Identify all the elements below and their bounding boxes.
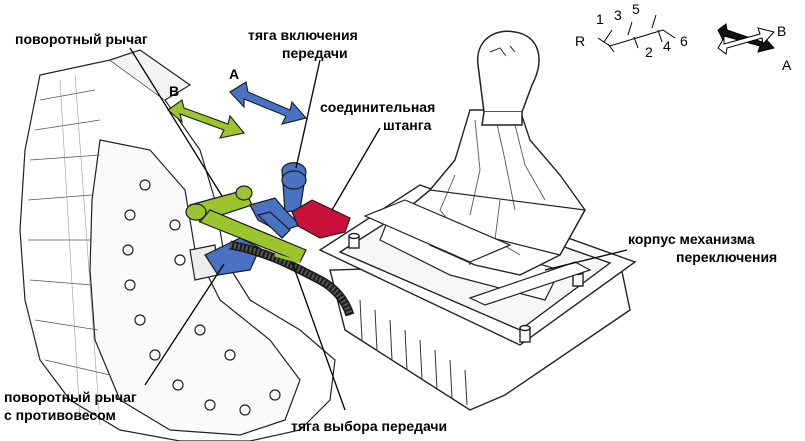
direction-cross-icon — [717, 23, 775, 55]
direction-b-label: B — [777, 23, 786, 39]
label-connecting-rod-line1: соединительная — [320, 99, 435, 115]
green-pivot-lever — [185, 185, 307, 263]
label-counterweight-line1: поворотный рычаг — [4, 389, 137, 405]
direction-a-label: A — [782, 57, 792, 73]
gear-3: 3 — [614, 7, 622, 23]
gear-4: 4 — [663, 38, 671, 54]
retainer-plate — [363, 199, 512, 263]
leader-lines — [129, 47, 628, 411]
retainer-plate-2 — [468, 261, 592, 306]
label-select-rod: тяга выбора передачи — [291, 418, 447, 434]
gear-6: 6 — [680, 33, 688, 49]
arrow-a-label: A — [229, 66, 239, 82]
gear-knob — [477, 30, 540, 126]
red-connecting-rod — [291, 199, 351, 239]
transmission-housing — [19, 49, 336, 441]
select-cable — [229, 240, 355, 317]
gear-1: 1 — [596, 11, 604, 27]
shift-pattern: 1 3 5 R 2 4 6 — [575, 1, 688, 60]
label-pivot-lever: поворотный рычаг — [15, 31, 148, 47]
arrow-b-label: B — [169, 83, 179, 99]
gear-5: 5 — [632, 1, 640, 17]
label-housing-line1: корпус механизма — [628, 231, 755, 247]
label-housing-line2: переключения — [676, 249, 777, 265]
arrow-b — [167, 99, 246, 139]
label-shift-rod-line2: передачи — [282, 45, 348, 61]
label-counterweight-line2: с противовесом — [4, 407, 116, 423]
label-connecting-rod-line2: штанга — [383, 117, 432, 133]
gear-2: 2 — [645, 44, 653, 60]
label-shift-rod-line1: тяга включения — [248, 27, 358, 43]
gear-reverse: R — [575, 33, 585, 49]
arrow-a — [229, 81, 308, 125]
